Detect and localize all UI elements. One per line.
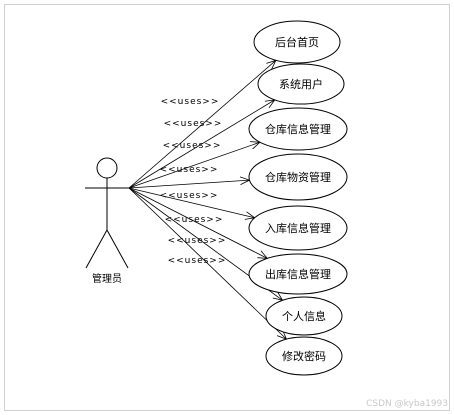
use-case-home[interactable]: 后台首页 [253,20,341,64]
actor-label: 管理员 [92,272,122,285]
actor-right-leg [106,229,129,269]
use-case-outbound-info[interactable]: 出库信息管理 [248,253,348,295]
associations: <<uses>> <<uses>> <<uses>> <<uses>> <<uses>>… [128,59,288,340]
use-case-label-warehouse-info: 仓库信息管理 [265,122,331,136]
actor-figure [85,157,129,269]
use-case-ellipse-personal-info [265,296,343,336]
diagram-frame [4,4,450,411]
stereotype-label-warehouse-info: <<uses>> [163,141,222,151]
association-line-home [128,60,277,189]
use-case-label-outbound-info: 出库信息管理 [265,267,331,281]
use-case-label-home: 后台首页 [275,35,319,49]
actor-head [96,157,118,179]
stereotype-label-outbound-info: <<uses>> [165,215,224,225]
association-line-warehouse-materials [128,179,250,189]
use-case-change-password[interactable]: 修改密码 [265,336,343,376]
stereotype-label-system-users: <<uses>> [164,119,223,129]
stereotype-label-change-password: <<uses>> [168,256,227,266]
use-case-ellipse-inbound-info [248,205,348,251]
association-line-change-password [128,187,287,340]
use-case-label-personal-info: 个人信息 [282,309,326,323]
use-case-warehouse-materials[interactable]: 仓库物资管理 [248,153,348,201]
stereotype-label-warehouse-materials: <<uses>> [160,165,219,175]
use-case-ellipse-system-users [257,63,345,105]
use-case-label-change-password: 修改密码 [282,349,326,363]
association-line-outbound-info [128,187,268,259]
stereotype-label-inbound-info: <<uses>> [160,191,219,201]
watermark: CSDN @kyba1993 [366,399,448,409]
use-case-ellipse-warehouse-materials [248,153,348,201]
use-case-system-users[interactable]: 系统用户 [257,63,345,105]
use-case-personal-info[interactable]: 个人信息 [265,296,343,336]
use-case-ellipse-home [253,20,341,64]
use-case-label-warehouse-materials: 仓库物资管理 [265,170,331,184]
association-line-warehouse-info [128,141,261,189]
use-case-ellipse-warehouse-info [248,107,348,151]
use-case-inbound-info[interactable]: 入库信息管理 [248,205,348,251]
use-case-label-system-users: 系统用户 [279,77,323,91]
use-case-ellipse-outbound-info [248,253,348,295]
association-line-inbound-info [128,187,255,219]
stereotype-label-home: <<uses>> [161,97,220,107]
use-case-warehouse-info[interactable]: 仓库信息管理 [248,107,348,151]
association-line-system-users [128,99,275,189]
actor-left-leg [85,229,108,269]
use-case-ellipse-change-password [265,336,343,376]
use-case-label-inbound-info: 入库信息管理 [265,221,331,235]
stereotype-label-personal-info: <<uses>> [168,236,227,246]
